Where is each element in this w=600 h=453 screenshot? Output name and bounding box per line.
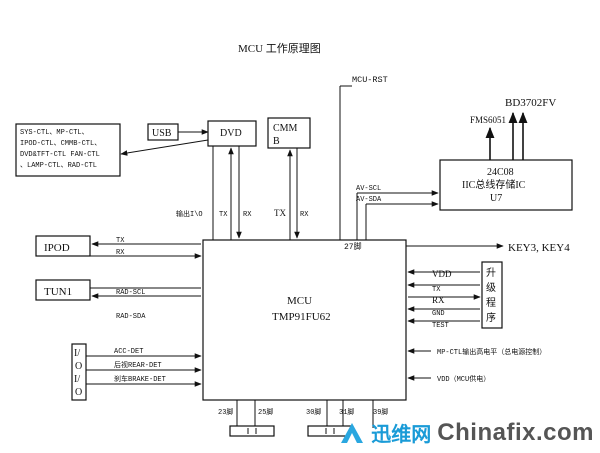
watermark-cn: 迅维网 (371, 422, 432, 446)
pin31-label: 31脚 (339, 407, 354, 417)
eeprom-24c08-box (439, 159, 573, 211)
ctl-line-4: 、LAMP-CTL、RAD-CTL (20, 162, 97, 170)
upgrade-char-4: 序 (486, 311, 496, 324)
eeprom-desc: IIC总线存储IC (462, 178, 526, 191)
cmmb-box (267, 117, 311, 149)
upgrade-char-2: 级 (486, 282, 496, 294)
rad-sda-label: RAD-SDA (116, 313, 146, 321)
diagram-title: MCU 工作原理图 (238, 42, 321, 55)
mcu-part: TMP91FU62 (272, 311, 331, 323)
ipod-rx-label: RX (116, 249, 125, 257)
pin39-label: 39脚 (373, 407, 388, 417)
eeprom-part: 24C08 (487, 167, 514, 178)
bd3702fv-label: BD3702FV (505, 97, 556, 109)
upgrade-vdd-label: VDD (432, 269, 452, 279)
vdd-mcu-label: VDD（MCU供电） (437, 374, 490, 384)
dvd-io-label: 输出I\O (176, 209, 203, 219)
ctl-line-1: SYS-CTL、MP-CTL、 (20, 129, 89, 137)
pin30-label: 30脚 (306, 407, 321, 417)
ipod-label: IPOD (44, 242, 70, 254)
cmmb-label-line1: CMM (273, 123, 298, 134)
ctl-line-2: IPOD-CTL、CMMB-CTL、 (20, 140, 101, 148)
upgrade-test-label: TEST (432, 322, 449, 330)
io-char-3: I/ (74, 374, 80, 385)
usb-label: USB (152, 128, 172, 139)
mcu-box (202, 239, 407, 401)
mp-ctl-label: MP-CTL输出高电平（总电源控制） (437, 347, 546, 357)
cmmb-tx-label: TX (274, 208, 286, 218)
upgrade-gnd-label: GND (432, 310, 445, 318)
mcu-rst-label: MCU-RST (352, 75, 388, 85)
dvd-label: DVD (220, 128, 242, 139)
pin25-label: 25脚 (258, 407, 273, 417)
upgrade-tx-label: TX (432, 286, 441, 294)
eeprom-ref: U7 (490, 193, 502, 204)
watermark: 迅维网 Chinafix.com (339, 418, 594, 447)
cmmb-rx-label: RX (300, 211, 309, 219)
chinafix-logo-icon (341, 422, 364, 443)
keys-label: KEY3, KEY4 (508, 242, 570, 254)
pin23-label: 23脚 (218, 407, 233, 417)
io-char-2: O (75, 361, 82, 372)
ipod-tx-label: TX (116, 237, 125, 245)
cmmb-label-line2: B (273, 136, 280, 147)
ipod-box (35, 235, 91, 257)
upgrade-char-1: 升 (486, 267, 496, 279)
acc-det-label: ACC-DET (114, 348, 143, 356)
dvd-tx-label: TX (219, 211, 228, 219)
tun1-label: TUN1 (44, 286, 72, 298)
watermark-en: Chinafix.com (437, 418, 594, 446)
ctl-line-3: DVD&TFT-CTL FAN-CTL (20, 151, 100, 159)
av-scl-label: AV-SCL (356, 185, 381, 193)
tun1-box (35, 279, 91, 301)
rear-det-label: 后视REAR-DET (114, 360, 162, 370)
av-sda-label: AV-SDA (356, 196, 382, 204)
upgrade-char-3: 程 (486, 297, 496, 309)
crystal-1 (229, 425, 275, 437)
dvd-box (207, 120, 257, 147)
io-char-4: O (75, 387, 82, 398)
upgrade-program-box (481, 261, 503, 329)
brake-det-label: 刹车BRAKE-DET (114, 374, 166, 384)
pin27-label: 27脚 (344, 241, 362, 252)
fms6051-label: FMS6051 (470, 115, 506, 125)
mcu-name: MCU (287, 295, 312, 307)
io-box (71, 343, 87, 401)
dvd-rx-label: RX (243, 211, 252, 219)
control-signals-box (15, 123, 121, 177)
upgrade-rx-label: RX (432, 295, 445, 305)
io-char-1: I/ (74, 348, 80, 359)
rad-scl-label: RAD-SCL (116, 289, 145, 297)
